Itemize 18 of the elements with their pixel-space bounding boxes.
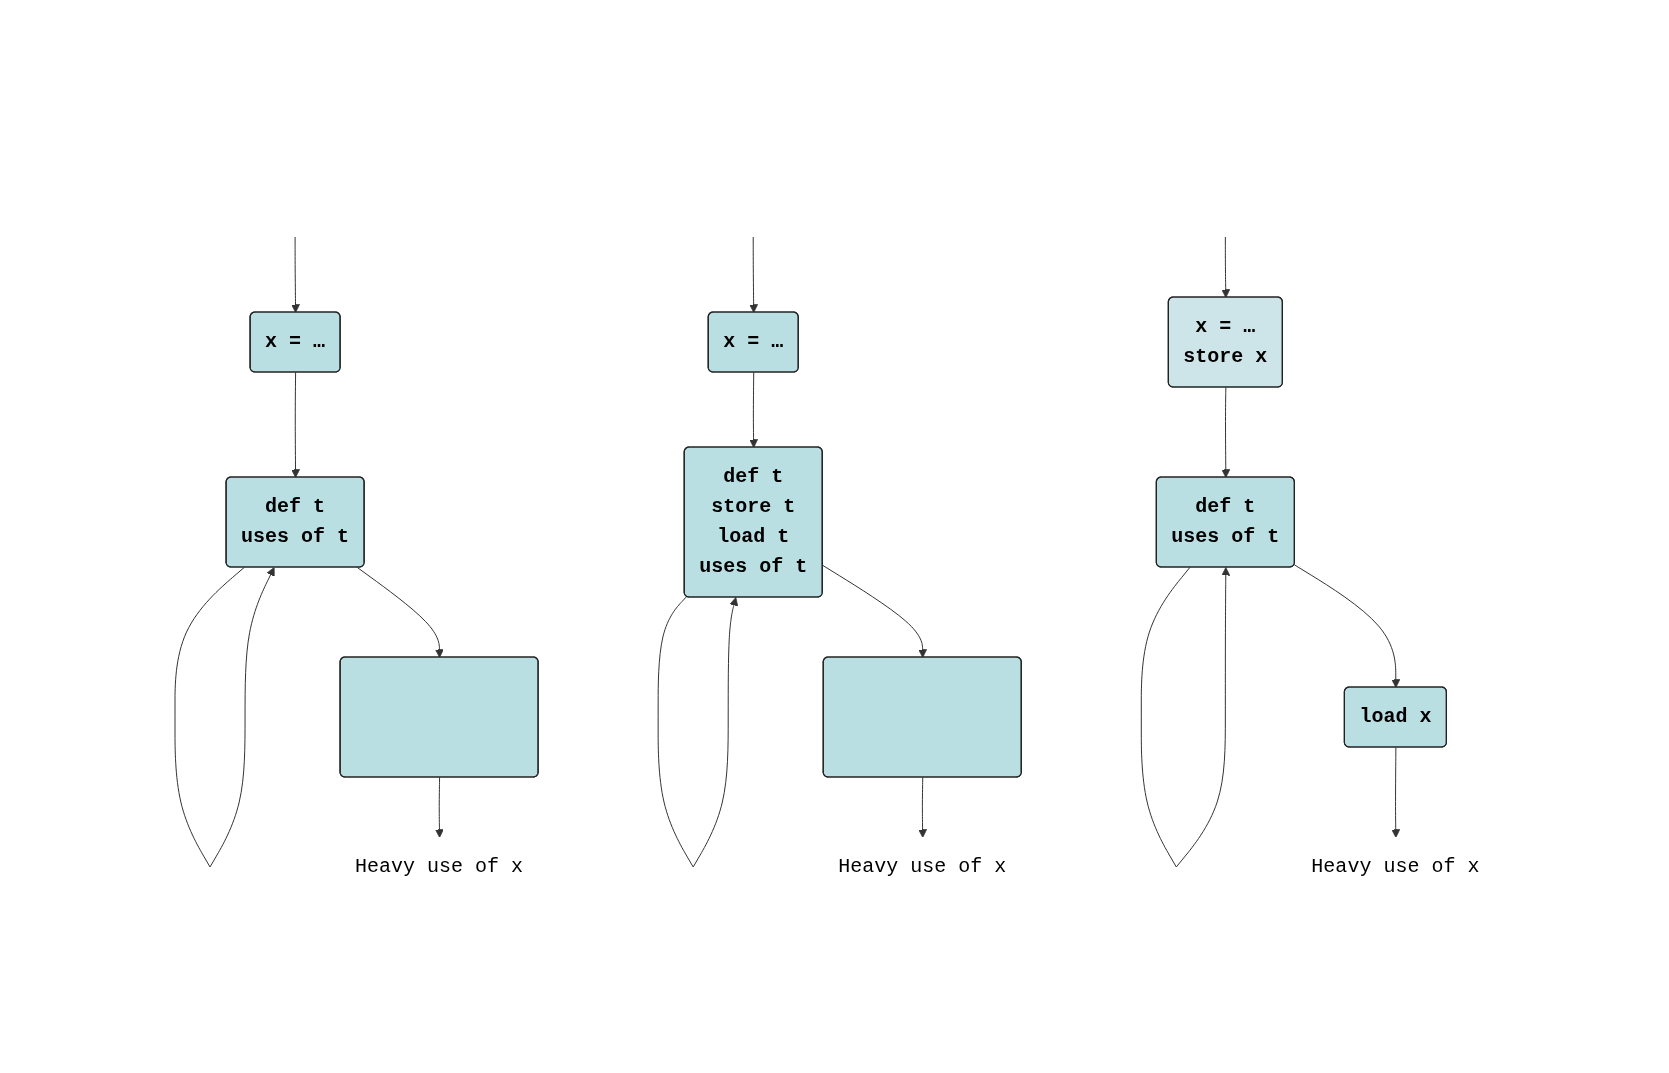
arrow (290, 236, 300, 313)
node-text: Heavy use of x (354, 854, 523, 878)
arrow (1221, 386, 1230, 478)
arrow (822, 564, 927, 658)
arrow (918, 776, 927, 838)
arrow (1391, 746, 1400, 838)
arrow (657, 595, 738, 867)
node-text: Heavy use of x (1311, 854, 1480, 878)
node-text: Heavy use of x (838, 854, 1007, 878)
arrow (749, 371, 758, 448)
arrow (356, 566, 444, 658)
arrow (1140, 566, 1230, 867)
arrow (174, 566, 275, 867)
arrow (749, 236, 758, 313)
arrow (1293, 563, 1400, 688)
arrow (1221, 236, 1230, 298)
arrow (434, 776, 444, 838)
arrow (290, 371, 300, 478)
